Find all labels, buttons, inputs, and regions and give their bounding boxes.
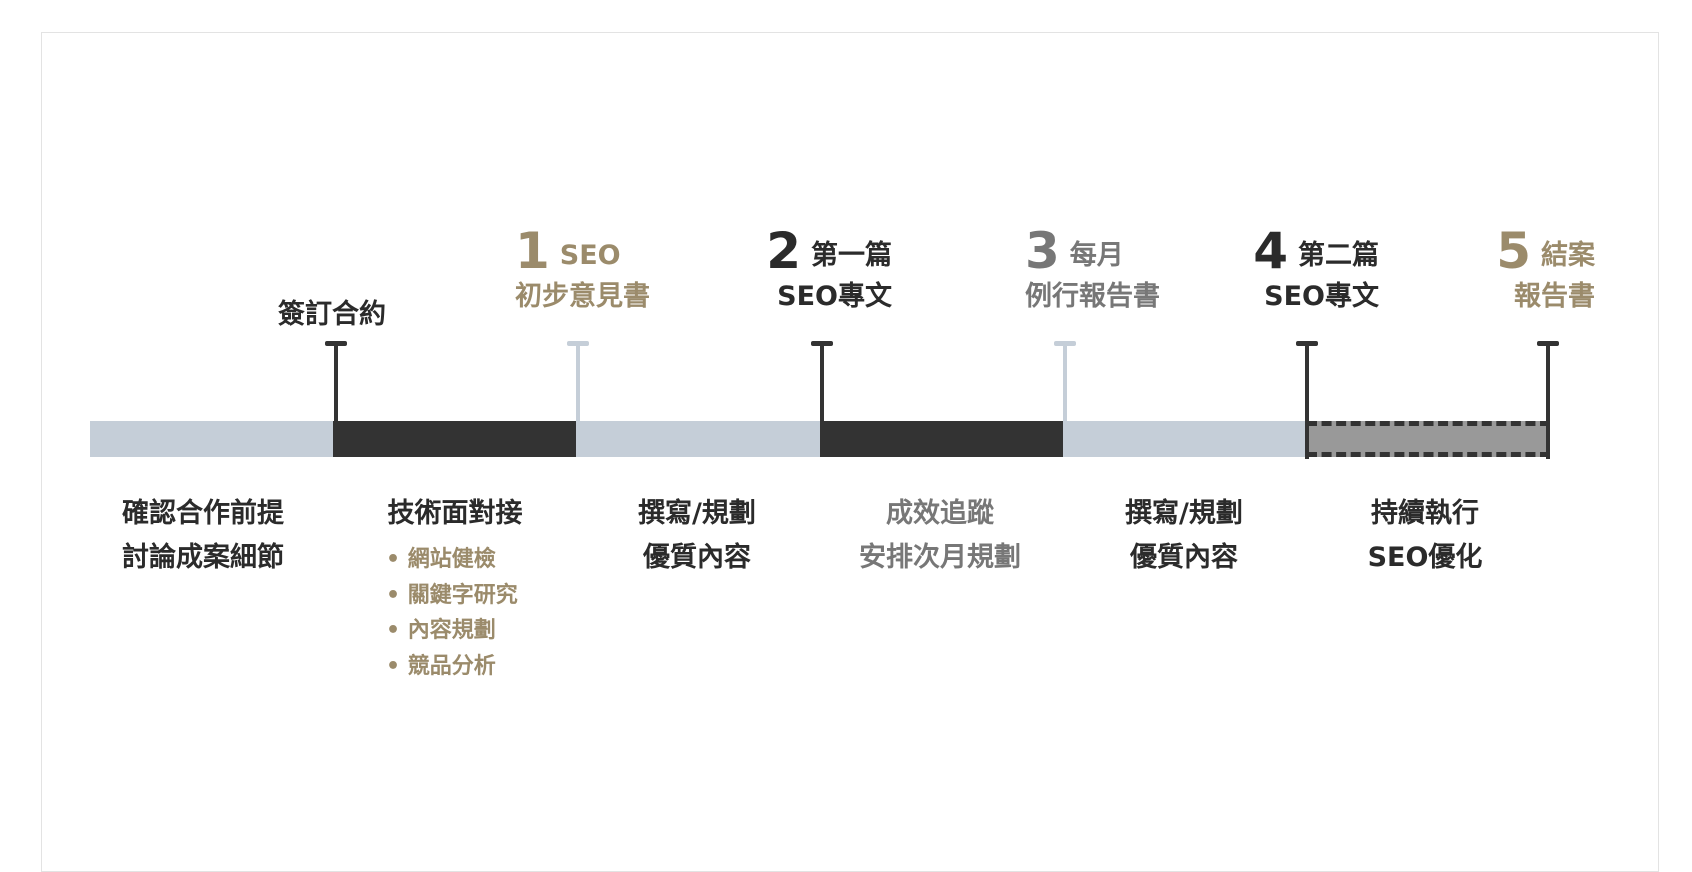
- phase-technical: 技術面對接: [388, 492, 523, 536]
- phase-line: 技術面對接: [387, 498, 523, 529]
- segment-writing-1: [576, 421, 820, 457]
- milestone-number: 1: [515, 222, 550, 280]
- milestone-number: 3: [1025, 222, 1060, 280]
- milestone-contract: 簽訂合約: [278, 298, 386, 332]
- phase-tracking: 成效追蹤 安排次月規劃: [859, 492, 1021, 580]
- phase-line: 持續執行: [1371, 498, 1479, 529]
- list-item: 網站健檢: [386, 542, 518, 578]
- list-item: 競品分析: [386, 649, 518, 685]
- milestone-pole-3: [1054, 341, 1076, 425]
- milestone-subtitle: SEO專文: [1264, 281, 1379, 312]
- milestone-title: 每月: [1069, 240, 1124, 271]
- segment-pre-contract: [90, 421, 333, 457]
- phase-ongoing: 持續執行 SEO優化: [1368, 492, 1483, 580]
- phase-line: 確認合作前提: [122, 498, 284, 529]
- phase-writing-2: 撰寫/規劃 優質內容: [1125, 492, 1243, 580]
- milestone-pole-1: [567, 341, 589, 425]
- phase-line: 撰寫/規劃: [1125, 498, 1243, 529]
- milestone-pole-4: [1296, 341, 1318, 459]
- milestone-title: 第一篇: [811, 240, 892, 271]
- phase-line: 優質內容: [1130, 542, 1238, 573]
- phase-line: 討論成案細節: [122, 542, 284, 573]
- phase-line: 成效追蹤: [886, 498, 994, 529]
- milestone-title: SEO: [559, 240, 621, 271]
- segment-tracking: [820, 421, 1063, 457]
- milestone-pole-5: [1537, 341, 1559, 459]
- milestone-number: 2: [766, 222, 801, 280]
- list-item: 關鍵字研究: [386, 578, 518, 614]
- milestone-number: 5: [1496, 222, 1531, 280]
- milestone-number: 4: [1253, 222, 1288, 280]
- list-item: 內容規劃: [386, 613, 518, 649]
- milestone-pole-2: [811, 341, 833, 425]
- phase-line: 安排次月規劃: [859, 542, 1021, 573]
- phase-line: SEO優化: [1367, 542, 1483, 573]
- milestone-title: 第二篇: [1298, 240, 1379, 271]
- segment-writing-2: [1063, 421, 1307, 457]
- segment-technical: [333, 421, 576, 457]
- milestone-subtitle: 報告書: [1514, 281, 1595, 312]
- phase-pre-contract: 確認合作前提 討論成案細節: [122, 492, 284, 580]
- milestone-subtitle: 例行報告書: [1025, 281, 1160, 312]
- milestone-label: 簽訂合約: [278, 299, 386, 330]
- milestone-subtitle: 初步意見書: [515, 281, 650, 312]
- phase-line: 撰寫/規劃: [638, 498, 756, 529]
- segment-ongoing-dashed: [1307, 421, 1550, 457]
- phase-line: 優質內容: [643, 542, 751, 573]
- technical-bullet-list: 網站健檢 關鍵字研究 內容規劃 競品分析: [386, 542, 518, 684]
- milestone-subtitle: SEO專文: [777, 281, 892, 312]
- milestone-pole-contract: [325, 341, 347, 425]
- phase-writing-1: 撰寫/規劃 優質內容: [638, 492, 756, 580]
- milestone-title: 結案: [1541, 240, 1595, 271]
